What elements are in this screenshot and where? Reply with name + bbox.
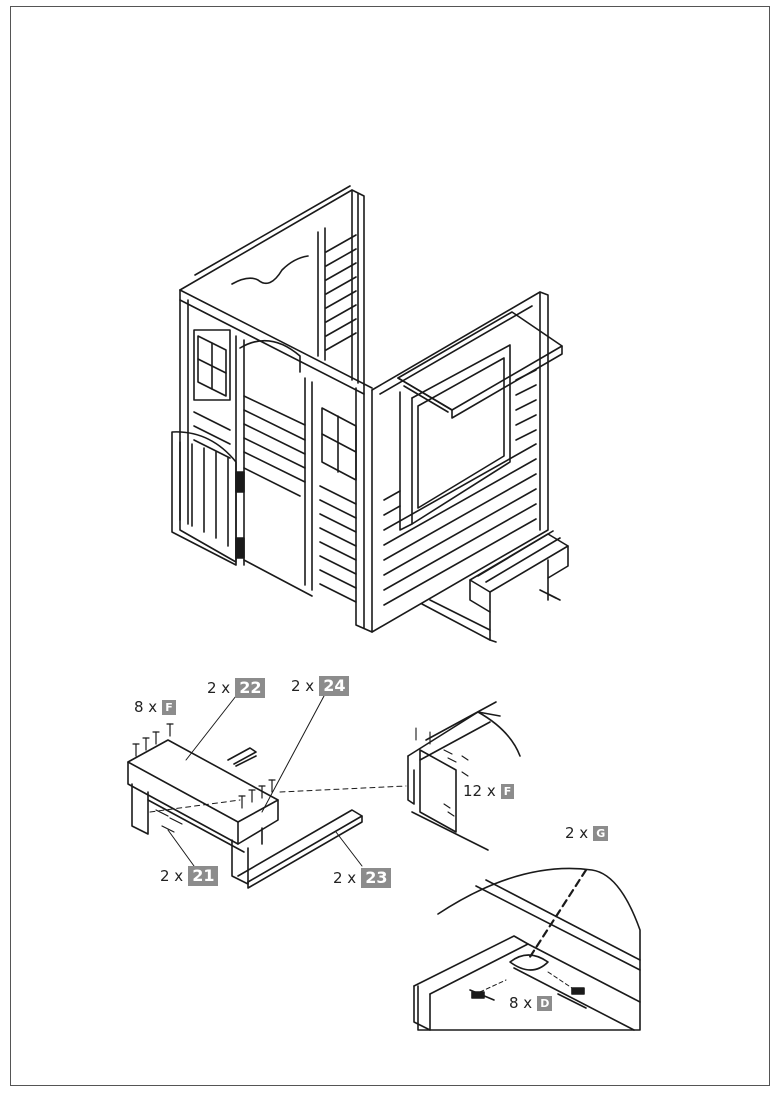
- page-frame: [10, 6, 770, 1086]
- part-number-badge: 21: [188, 866, 219, 886]
- callout-part-22: 2 x 22: [207, 678, 266, 698]
- part-number-badge: 22: [235, 678, 266, 698]
- callout-screw-f-top: 8 x F: [134, 700, 176, 715]
- callout-qty: 2 x: [565, 824, 589, 842]
- side-detail-view: [407, 701, 521, 851]
- playhouse-illustration: [171, 185, 569, 643]
- callout-qty: 2 x: [207, 678, 231, 697]
- callout-qty: 2 x: [333, 868, 357, 887]
- callout-qty: 8 x: [134, 698, 158, 716]
- bench-exploded-view: [127, 695, 407, 889]
- callout-part-24: 2 x 24: [291, 676, 350, 696]
- callout-qty: 2 x: [291, 676, 315, 695]
- circle-detail-view: [413, 867, 641, 1031]
- callout-qty: 12 x: [463, 782, 496, 800]
- part-letter-badge: G: [593, 826, 609, 841]
- callout-bracket-g: 2 x G: [565, 824, 609, 842]
- callout-part-23: 2 x 23: [333, 868, 392, 888]
- callout-screw-f-side: 12 x F: [463, 782, 515, 800]
- callout-qty: 2 x: [160, 866, 184, 885]
- part-letter-badge: D: [537, 996, 553, 1011]
- part-letter-badge: F: [162, 700, 176, 715]
- part-number-badge: 23: [361, 868, 392, 888]
- part-letter-badge: F: [500, 784, 515, 799]
- callout-screw-d: 8 x D: [509, 994, 553, 1012]
- callout-qty: 8 x: [509, 994, 533, 1012]
- callout-part-21: 2 x 21: [160, 866, 219, 886]
- part-number-badge: 24: [319, 676, 350, 696]
